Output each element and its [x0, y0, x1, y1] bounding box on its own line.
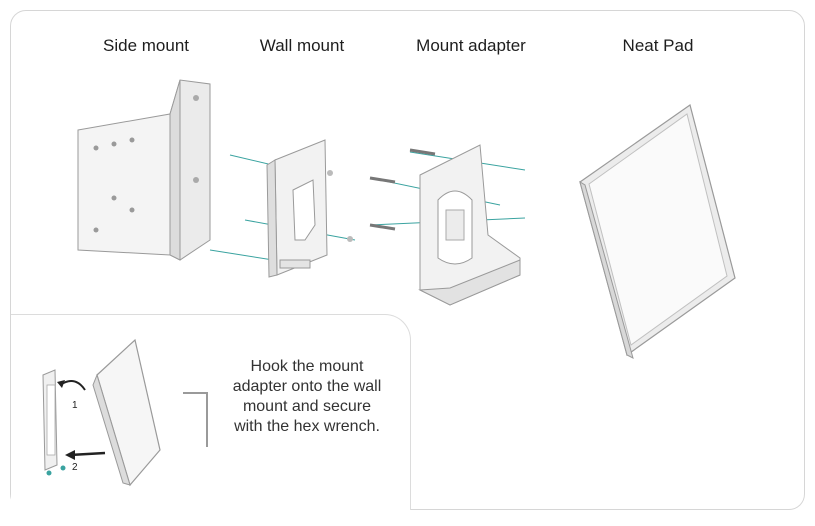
step-2-label: 2 — [72, 462, 78, 473]
label-side-mount: Side mount — [103, 36, 189, 55]
label-mount-adapter: Mount adapter — [416, 36, 526, 55]
inset-step-illustration — [42, 338, 208, 487]
instruction-inset — [11, 314, 411, 510]
instruction-text: Hook the mount adapter onto the wall mou… — [232, 358, 382, 435]
label-neat-pad: Neat Pad — [622, 36, 694, 55]
side-mount-illustration — [77, 79, 211, 261]
label-wall-mount: Wall mount — [259, 36, 345, 55]
step-1-label: 1 — [72, 400, 78, 411]
neat-pad-illustration — [579, 104, 736, 359]
wall-mount-illustration — [209, 139, 356, 278]
mount-adapter-illustration — [369, 144, 526, 306]
